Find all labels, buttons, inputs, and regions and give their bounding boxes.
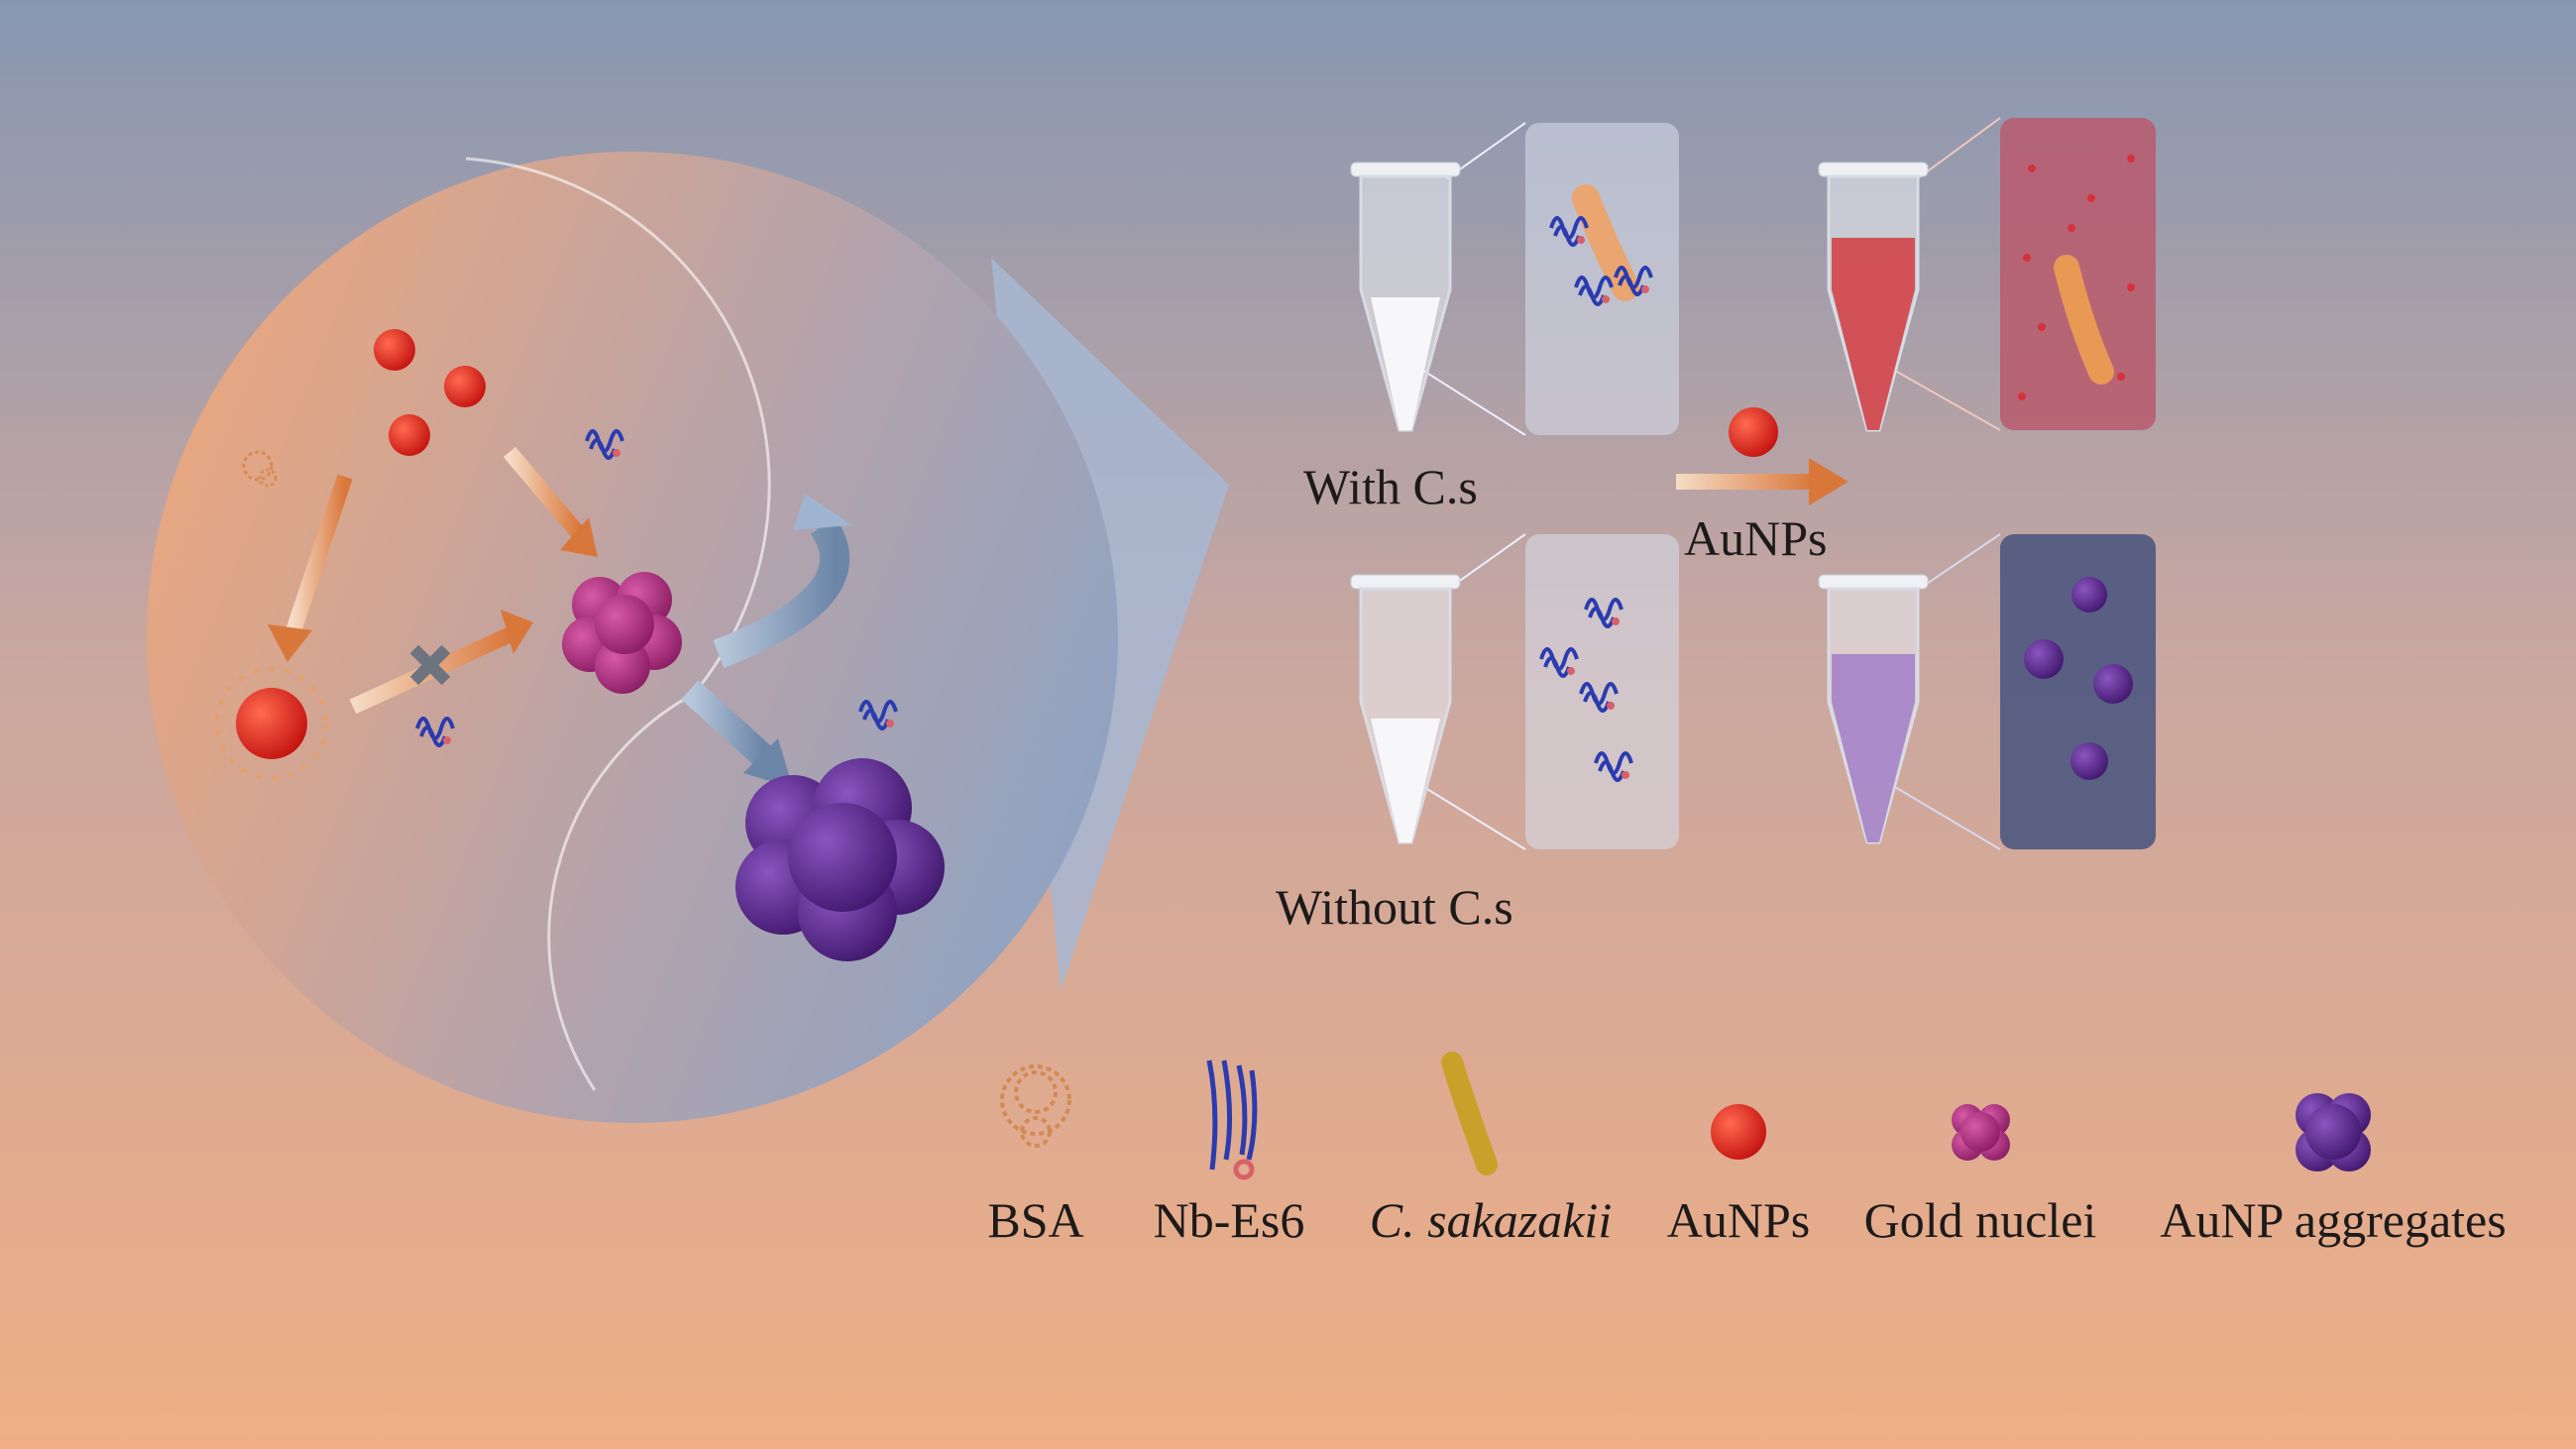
tube-without-cs-before bbox=[1349, 533, 1679, 850]
aunp-icon bbox=[1729, 407, 1778, 457]
gold-nuclei-icon bbox=[1952, 1104, 2010, 1161]
aunp-aggregate-cluster bbox=[735, 758, 945, 961]
legend-label: C. sakazakii bbox=[1370, 1192, 1612, 1248]
label-with-cs: With C.s bbox=[1303, 459, 1478, 514]
gold-nuclei-cluster bbox=[562, 572, 682, 694]
legend-label: Nb-Es6 bbox=[1154, 1192, 1305, 1248]
tube-with-cs-before bbox=[1349, 122, 1679, 436]
arrow-icon bbox=[1809, 458, 1848, 505]
aunp-particle bbox=[389, 414, 430, 456]
add-aunps-arrow: AuNPs bbox=[1676, 407, 1848, 566]
aunp-with-bsa bbox=[215, 667, 328, 780]
tube-with-cs-after bbox=[1817, 117, 2156, 432]
mechanism-circle bbox=[147, 152, 1229, 1123]
aunp-particle bbox=[444, 366, 486, 407]
legend-label: Gold nuclei bbox=[1864, 1192, 2097, 1248]
legend: BSA Nb-Es6 C. sakazakii AuNPs Gold nucle… bbox=[987, 1052, 2507, 1248]
gold-nanoparticle-icon bbox=[1711, 1104, 1766, 1160]
legend-label: AuNP aggregates bbox=[2160, 1192, 2506, 1248]
curved-arrow-icon bbox=[681, 494, 852, 788]
label-without-cs: Without C.s bbox=[1276, 879, 1513, 935]
bsa-protein-icon bbox=[1000, 1064, 1071, 1148]
blocked-x-icon bbox=[409, 644, 451, 686]
bacterium-icon bbox=[2054, 255, 2114, 385]
bsa-icon bbox=[242, 450, 278, 488]
aggregate-icon bbox=[2296, 1093, 2371, 1171]
legend-label: BSA bbox=[987, 1192, 1083, 1248]
aunp-particle bbox=[374, 329, 415, 371]
legend-label: AuNPs bbox=[1667, 1192, 1810, 1248]
nanobody-icon bbox=[1206, 1059, 1258, 1180]
bacterium-icon bbox=[1441, 1052, 1498, 1175]
label-aunps: AuNPs bbox=[1684, 510, 1827, 566]
tube-without-cs-after bbox=[1817, 533, 2156, 850]
